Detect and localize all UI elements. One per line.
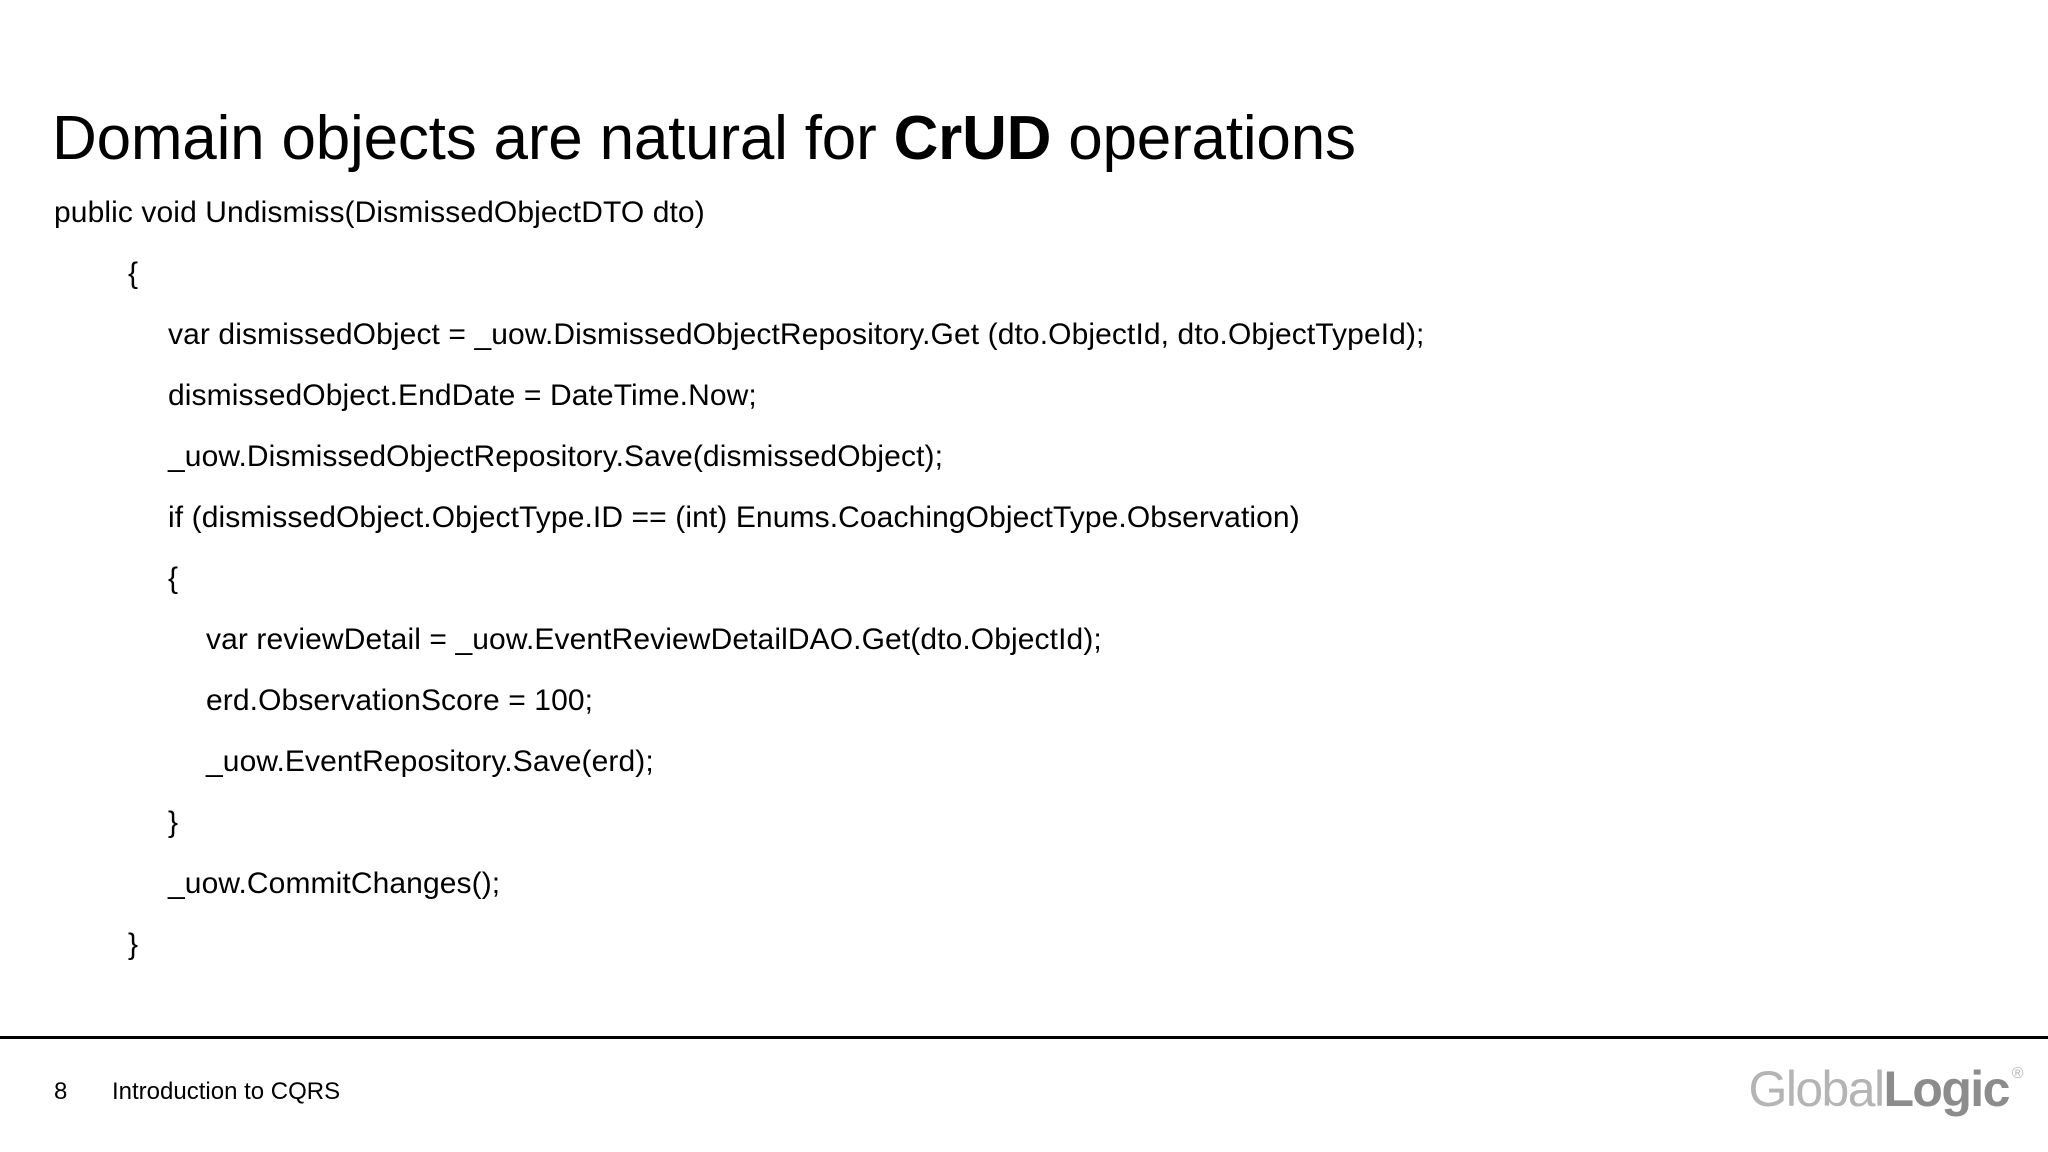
slide-footer: 8 Introduction to CQRS Global Logic ® xyxy=(0,1036,2048,1152)
logo-text-logic: Logic xyxy=(1883,1061,2010,1117)
code-line: _uow.EventRepository.Save(erd); xyxy=(206,745,654,778)
page-title-text-after: operations xyxy=(1051,103,1356,173)
registered-trademark-icon: ® xyxy=(2011,1065,2024,1082)
page-title-text-before: Domain objects are natural for xyxy=(52,103,894,173)
code-line: public void Undismiss(DismissedObjectDTO… xyxy=(54,196,705,229)
page-title-emphasis: CrUD xyxy=(893,103,1052,173)
code-line: { xyxy=(168,562,179,595)
code-line: var reviewDetail = _uow.EventReviewDetai… xyxy=(206,623,1102,656)
code-line: dismissedObject.EndDate = DateTime.Now; xyxy=(168,379,757,412)
code-line: _uow.CommitChanges(); xyxy=(168,867,501,900)
footer-divider xyxy=(0,1036,2048,1039)
code-block: public void Undismiss(DismissedObjectDTO… xyxy=(0,182,2048,975)
deck-title: Introduction to CQRS xyxy=(112,1078,341,1105)
code-line: { xyxy=(128,257,139,290)
code-line: if (dismissedObject.ObjectType.ID == (in… xyxy=(168,501,1300,534)
code-line: erd.ObservationScore = 100; xyxy=(206,684,594,717)
code-line: } xyxy=(168,806,179,839)
page-number: 8 xyxy=(54,1078,68,1105)
globallogic-logo: Global Logic ® xyxy=(1748,1061,2024,1117)
code-line: var dismissedObject = _uow.DismissedObje… xyxy=(168,318,1425,351)
logo-text-global: Global xyxy=(1748,1061,1886,1117)
code-line: _uow.DismissedObjectRepository.Save(dism… xyxy=(168,440,944,473)
code-line: } xyxy=(128,928,139,961)
page-title: Domain objects are natural for CrUD oper… xyxy=(52,104,1356,173)
